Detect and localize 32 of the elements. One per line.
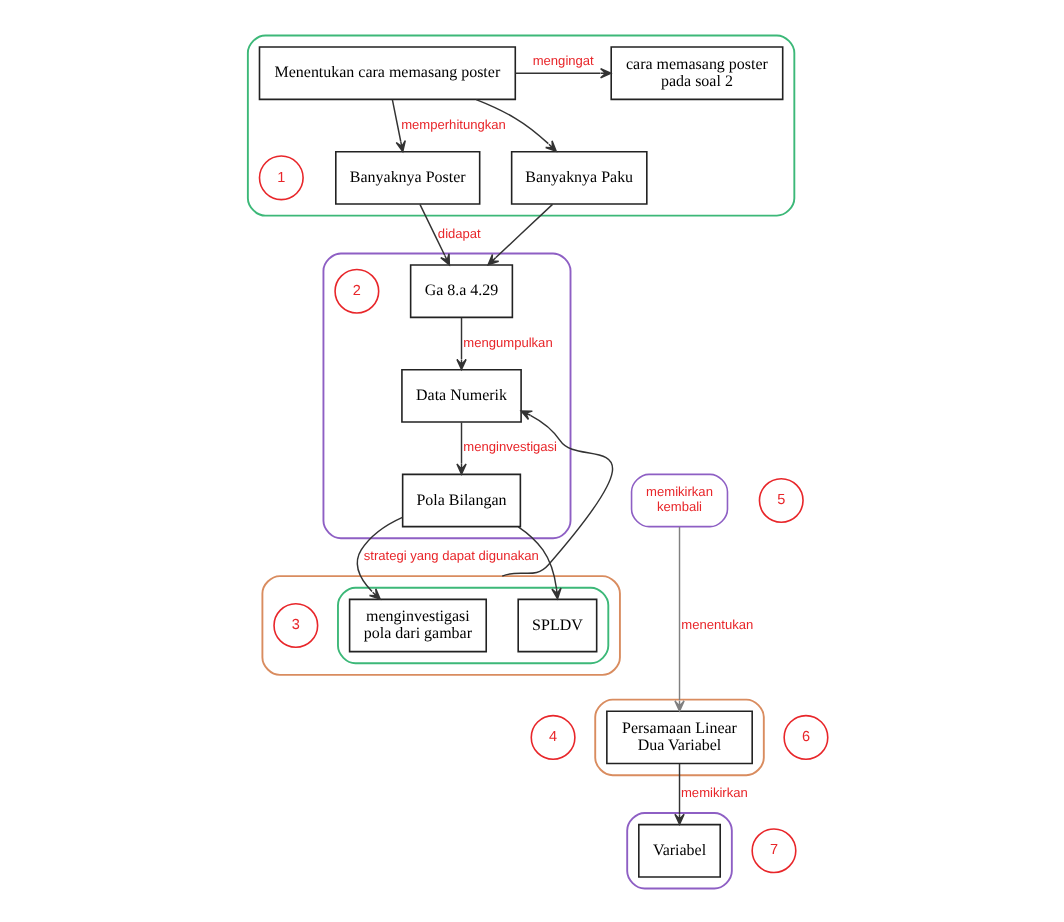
arrow	[419, 202, 451, 265]
cluster	[246, 33, 796, 216]
node-box: menginvestigasi pola dari gambar	[348, 597, 488, 652]
node-box: cara memasang poster pada soal 2	[610, 45, 784, 100]
node-circle: 3	[273, 601, 319, 648]
node-circle: 1	[258, 154, 304, 200]
node-circle: 7	[751, 827, 797, 873]
node-box: Persamaan Linear Dua Variabel	[606, 709, 753, 764]
node-circle: 5	[758, 476, 804, 523]
node-circle: 2	[334, 267, 380, 313]
arrow	[501, 409, 613, 576]
node-box: Data Numerik	[401, 367, 522, 422]
node-box: Pola Bilangan	[401, 472, 522, 527]
arrow	[456, 420, 467, 474]
arrow	[456, 316, 467, 370]
node-box: Ga 8.a 4.29	[409, 263, 514, 318]
node-box: Variabel	[638, 822, 721, 877]
arrow	[487, 202, 554, 265]
node-box: Banyaknya Poster	[335, 149, 481, 204]
arrow	[391, 98, 406, 152]
node-circle: 4	[530, 713, 576, 759]
node-box: Menentukan cara memasang poster	[258, 45, 517, 100]
arrow	[674, 525, 685, 711]
arrow	[514, 66, 612, 78]
node-circle: 6	[783, 713, 829, 759]
node-box: SPLDV	[517, 597, 598, 652]
arrow	[475, 97, 557, 151]
arrow	[517, 525, 562, 599]
cluster	[261, 574, 621, 675]
node-box: Banyaknya Paku	[510, 149, 648, 204]
arrow	[356, 515, 404, 599]
arrow	[674, 762, 685, 825]
